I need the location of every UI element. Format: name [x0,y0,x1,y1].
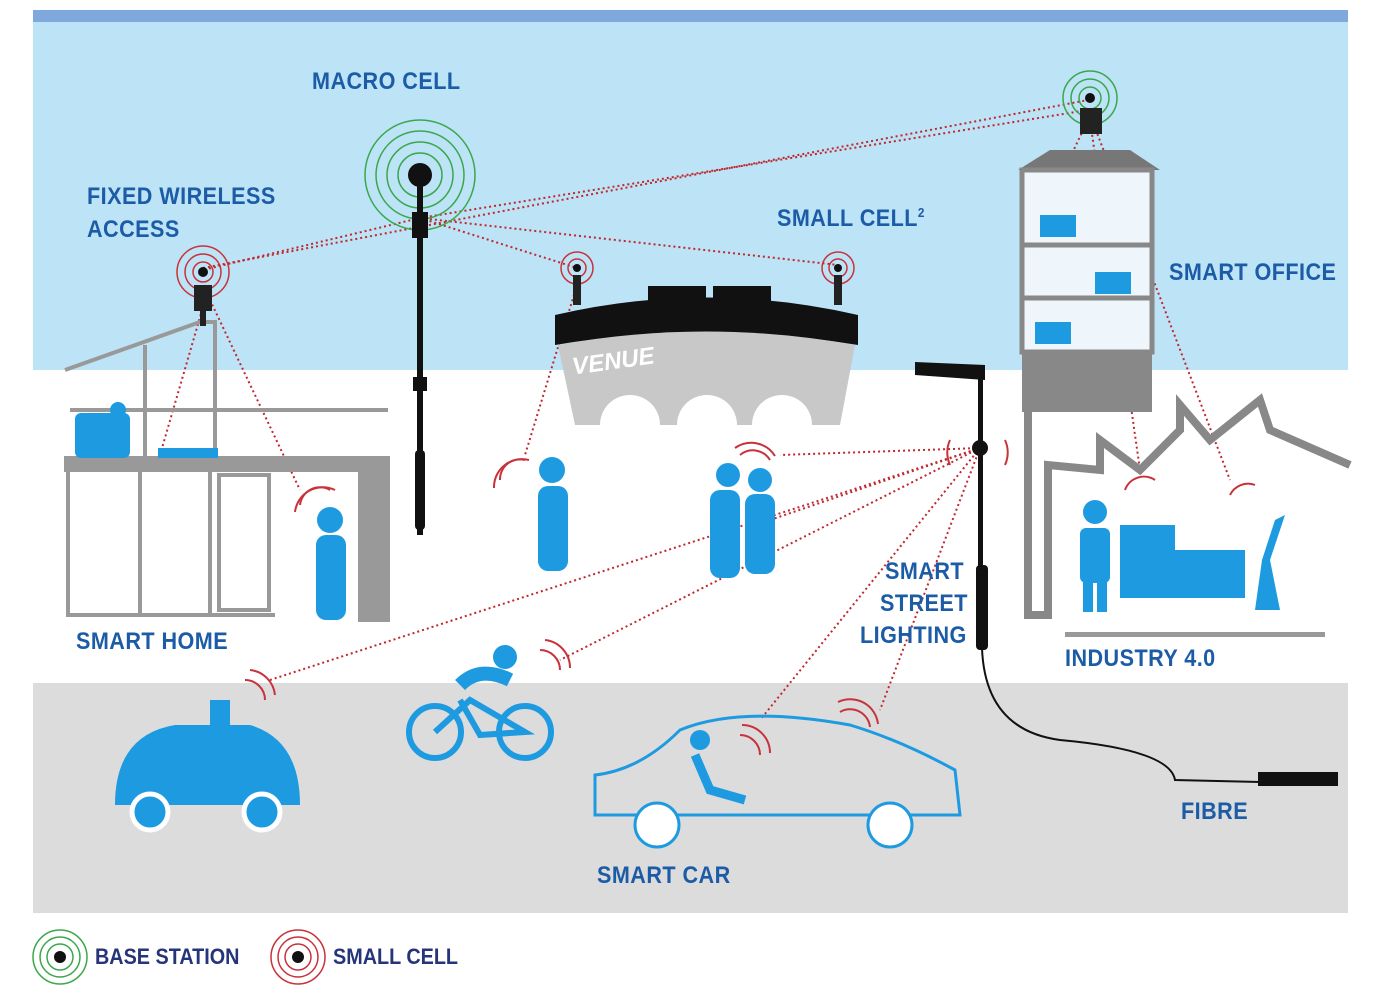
label-small-cell: SMALL CELL2 [777,203,925,235]
legend-base-station-label: BASE STATION [95,944,240,969]
venue-small-cells [560,251,855,305]
smart-office-building [1018,70,1352,619]
bicycle [406,645,554,761]
label-smart-street-1: SMART [885,558,965,585]
person-head [110,402,126,418]
smart-car [593,714,962,849]
top-bar [33,10,1348,22]
label-fibre: FIBRE [1181,798,1249,825]
legend-small-cell-label: SMALL CELL [333,944,459,969]
label-fixed-wireless-1: FIXED WIRELESS [87,183,276,210]
street-light [915,362,1338,786]
label-macro-cell: MACRO CELL [312,68,461,95]
label-industry: INDUSTRY 4.0 [1065,645,1216,672]
router-icon [158,448,218,458]
people-icons [316,457,775,620]
legend-base-station-icon [32,929,88,985]
armchair-person-icon [75,413,130,458]
label-smart-street-2: STREET [880,590,968,617]
signal-arcs [244,439,1256,756]
label-small-cell-text: SMALL CELL [777,205,918,232]
label-smart-street-3: LIGHTING [860,622,967,649]
label-fixed-wireless-2: ACCESS [87,216,180,243]
label-smart-car: SMART CAR [597,862,731,889]
autonomous-car [115,700,300,833]
label-smart-home: SMART HOME [76,628,229,655]
label-smart-office: SMART OFFICE [1169,259,1337,286]
macro-cell-tower [364,119,476,535]
fwa-small-cell [176,245,230,326]
legend-small-cell-icon [270,929,326,985]
industry-machines [1065,500,1325,637]
venue-stadium [555,286,858,425]
label-small-cell-sup: 2 [917,205,925,220]
